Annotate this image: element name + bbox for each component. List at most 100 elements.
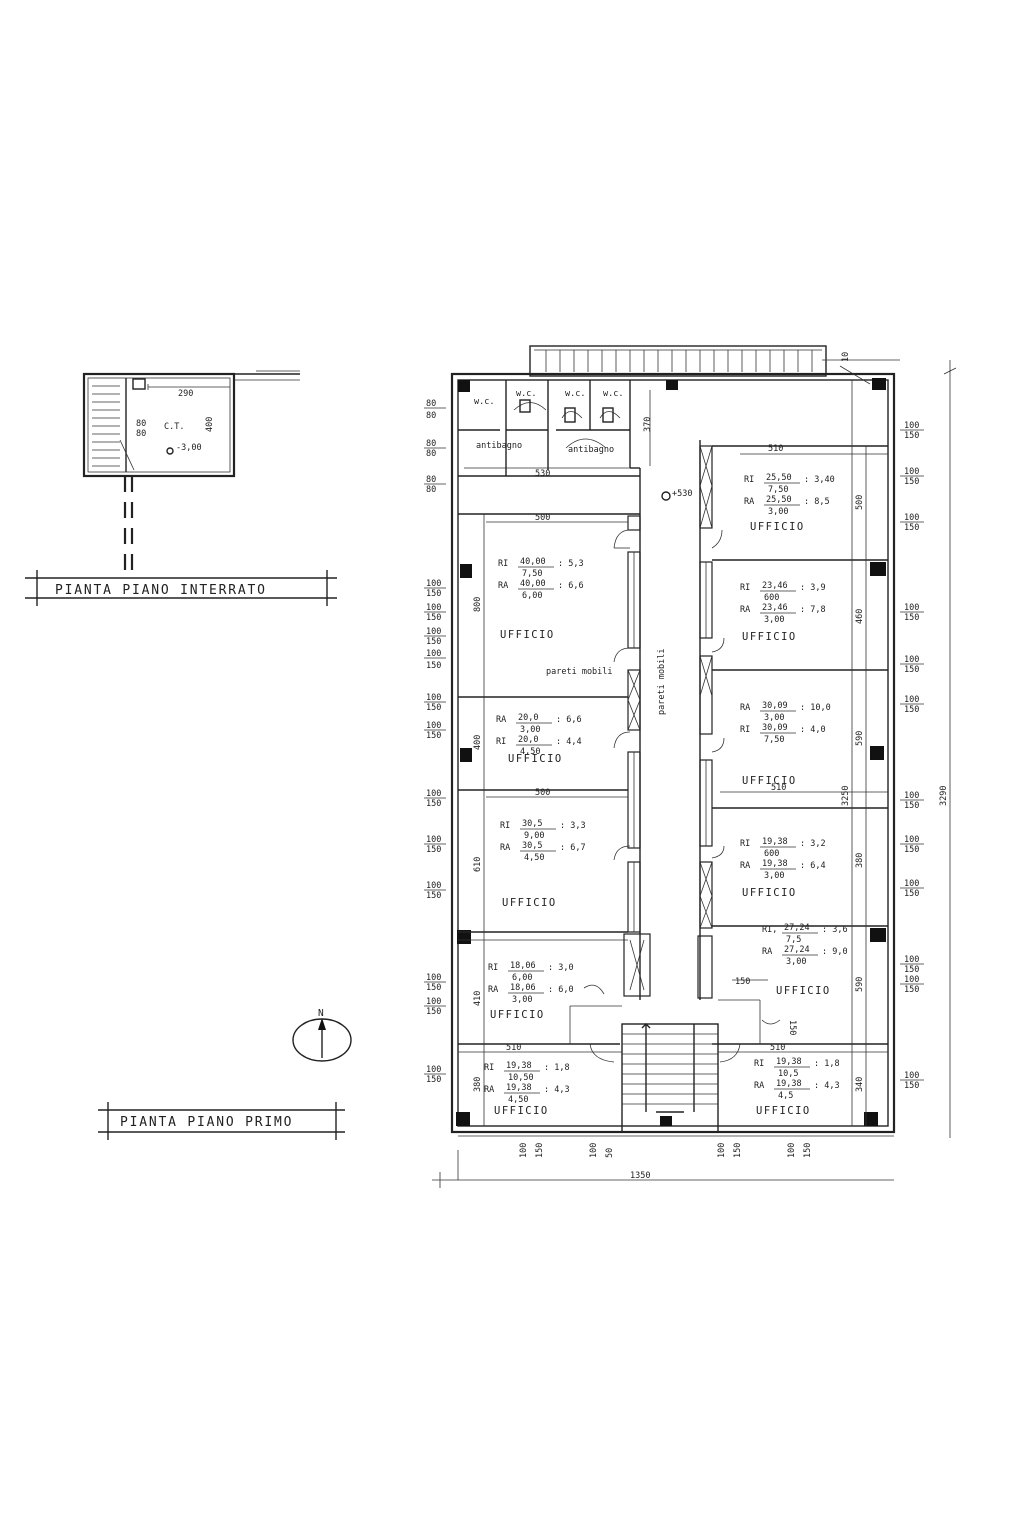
dim-left-width-3: 510 (506, 1043, 521, 1053)
movable-partitions-left (623, 515, 651, 997)
office-9-ri-label: RI (500, 821, 510, 831)
window-dims-left: 8080808080801001501001501001501001501001… (424, 399, 446, 1085)
office-4-ri-numerator: 19,38 (762, 837, 788, 847)
window-dim-left-20: 150 (426, 799, 441, 809)
basement-level-marker (166, 447, 174, 455)
first-floor-plan: w.c. w.c. w.c. w.c. antibagno antibagno … (450, 345, 900, 1134)
window-dim-right-21: 100 (904, 975, 919, 985)
window-dim-right-14: 150 (904, 801, 919, 811)
dim-left-width-1: 500 (535, 513, 550, 523)
window-dim-right-8: 150 (904, 613, 919, 623)
window-dim-left-11: 100 (426, 627, 441, 637)
office-1-ri-denominator: 7,50 (768, 485, 788, 495)
window-dim-right-20: 150 (904, 965, 919, 975)
office-5-ri-label: RI, (762, 925, 777, 935)
window-dim-left-6: 80 (426, 485, 436, 495)
office-8-ri-numerator: 20,0 (518, 735, 538, 745)
office-6-ri-numerator: 19,38 (776, 1057, 802, 1067)
office-10-ri-numerator: 18,06 (510, 961, 536, 971)
dim-right-v-3: 590 (855, 731, 865, 746)
first-floor-title-block: PIANTA PIANO PRIMO (98, 1102, 345, 1140)
office-3-ri-numerator: 30,09 (762, 723, 788, 733)
dim-right-v-1: 500 (855, 495, 865, 510)
window-dim-bottom-4: 50 (605, 1148, 615, 1158)
office-1-ri-numerator: 25,50 (766, 473, 792, 483)
office-1-ra-label: RA (744, 497, 754, 507)
office-7-ri-label: RI (498, 559, 508, 569)
antibagno-label-1: antibagno (476, 441, 522, 451)
dim-left-v-4: 410 (473, 991, 483, 1006)
window-dim-left-4: 80 (426, 449, 436, 459)
wc-label-4: w.c. (603, 389, 623, 399)
office-7-ra-label: RA (498, 581, 508, 591)
main-stair (621, 1023, 719, 1133)
window-dim-left-14: 150 (426, 661, 441, 671)
office-6-name: UFFICIO (756, 1105, 811, 1117)
office-2-ra-label: RA (740, 605, 750, 615)
basement-depth-label: 400 (205, 417, 215, 432)
window-dim-left-1: 80 (426, 399, 436, 409)
office-6-ra-value: : 4,3 (814, 1081, 840, 1091)
window-dims-right: 1001501001501001501001501001501001501001… (900, 421, 924, 1091)
dim-total-depth-inner: 3250 (841, 786, 851, 806)
partition-label-left: pareti mobili (546, 667, 613, 677)
window-dim-right-19: 100 (904, 955, 919, 965)
office-11-ri-denominator: 10,50 (508, 1073, 534, 1083)
office-10-ra-denominator: 3,00 (512, 995, 532, 1005)
office-5-ri-numerator: 27,24 (784, 923, 810, 933)
window-dim-left-17: 100 (426, 721, 441, 731)
window-dim-bottom-6: 150 (733, 1143, 743, 1158)
office-11-ra-denominator: 4,50 (508, 1095, 528, 1105)
office-4-ri-label: RI (740, 839, 750, 849)
window-dim-bottom-2: 150 (535, 1143, 545, 1158)
wc-label-3: w.c. (565, 389, 585, 399)
office-9-ra-numerator: 30,5 (522, 841, 542, 851)
dim-right-width-3: 510 (770, 1043, 785, 1053)
window-dim-left-10: 150 (426, 613, 441, 623)
basement-stair (92, 385, 135, 471)
window-dim-left-29: 100 (426, 1065, 441, 1075)
window-dim-right-24: 150 (904, 1081, 919, 1091)
office-2-ri-label: RI (740, 583, 750, 593)
office-3-ri-label: RI (740, 725, 750, 735)
office-6-ra-numerator: 19,38 (776, 1079, 802, 1089)
window-dim-left-23: 100 (426, 881, 441, 891)
dim-right-width-1: 510 (768, 444, 783, 454)
office-7-ra-denominator: 6,00 (522, 591, 542, 601)
dim-right-v-4: 380 (855, 853, 865, 868)
office-1-name: UFFICIO (750, 521, 805, 533)
window-dim-right-12: 150 (904, 705, 919, 715)
office-2-ri-value: : 3,9 (800, 583, 826, 593)
window-dim-bottom-5: 100 (717, 1143, 727, 1158)
window-dim-bottom-3: 100 (589, 1143, 599, 1158)
office-8-ra-denominator: 3,00 (520, 725, 540, 735)
office-1-ra-numerator: 25,50 (766, 495, 792, 505)
office-11-ri-numerator: 19,38 (506, 1061, 532, 1071)
basement-title: PIANTA PIANO INTERRATO (55, 583, 267, 598)
office-4-ra-numerator: 19,38 (762, 859, 788, 869)
window-dim-right-9: 100 (904, 655, 919, 665)
office-9-ri-denominator: 9,00 (524, 831, 544, 841)
dim-left-width-2: 500 (535, 788, 550, 798)
office-6-ri-value: : 1,8 (814, 1059, 840, 1069)
north-arrow: N (292, 1008, 352, 1062)
window-dim-right-5: 100 (904, 513, 919, 523)
window-dim-bottom-1: 100 (519, 1143, 529, 1158)
office-4-ri-denominator: 600 (764, 849, 779, 859)
dim-total-depth-outer: 3290 (939, 786, 949, 806)
window-dim-left-19: 100 (426, 789, 441, 799)
dim-right-v-6: 340 (855, 1077, 865, 1092)
window-dim-left-25: 100 (426, 973, 441, 983)
wc-label-2: w.c. (516, 389, 536, 399)
stair-dim-left: 150 (735, 977, 750, 987)
dim-right-width-2: 510 (771, 783, 786, 793)
window-dim-right-6: 150 (904, 523, 919, 533)
office-9-ri-value: : 3,3 (560, 821, 586, 831)
window-dim-right-13: 100 (904, 791, 919, 801)
office-11-name: UFFICIO (494, 1105, 549, 1117)
partition-label-center: pareti mobili (657, 648, 667, 715)
office-1-ra-value: : 8,5 (804, 497, 830, 507)
office-9-ri-numerator: 30,5 (522, 819, 542, 829)
window-dim-left-27: 100 (426, 997, 441, 1007)
window-dim-right-18: 150 (904, 889, 919, 899)
